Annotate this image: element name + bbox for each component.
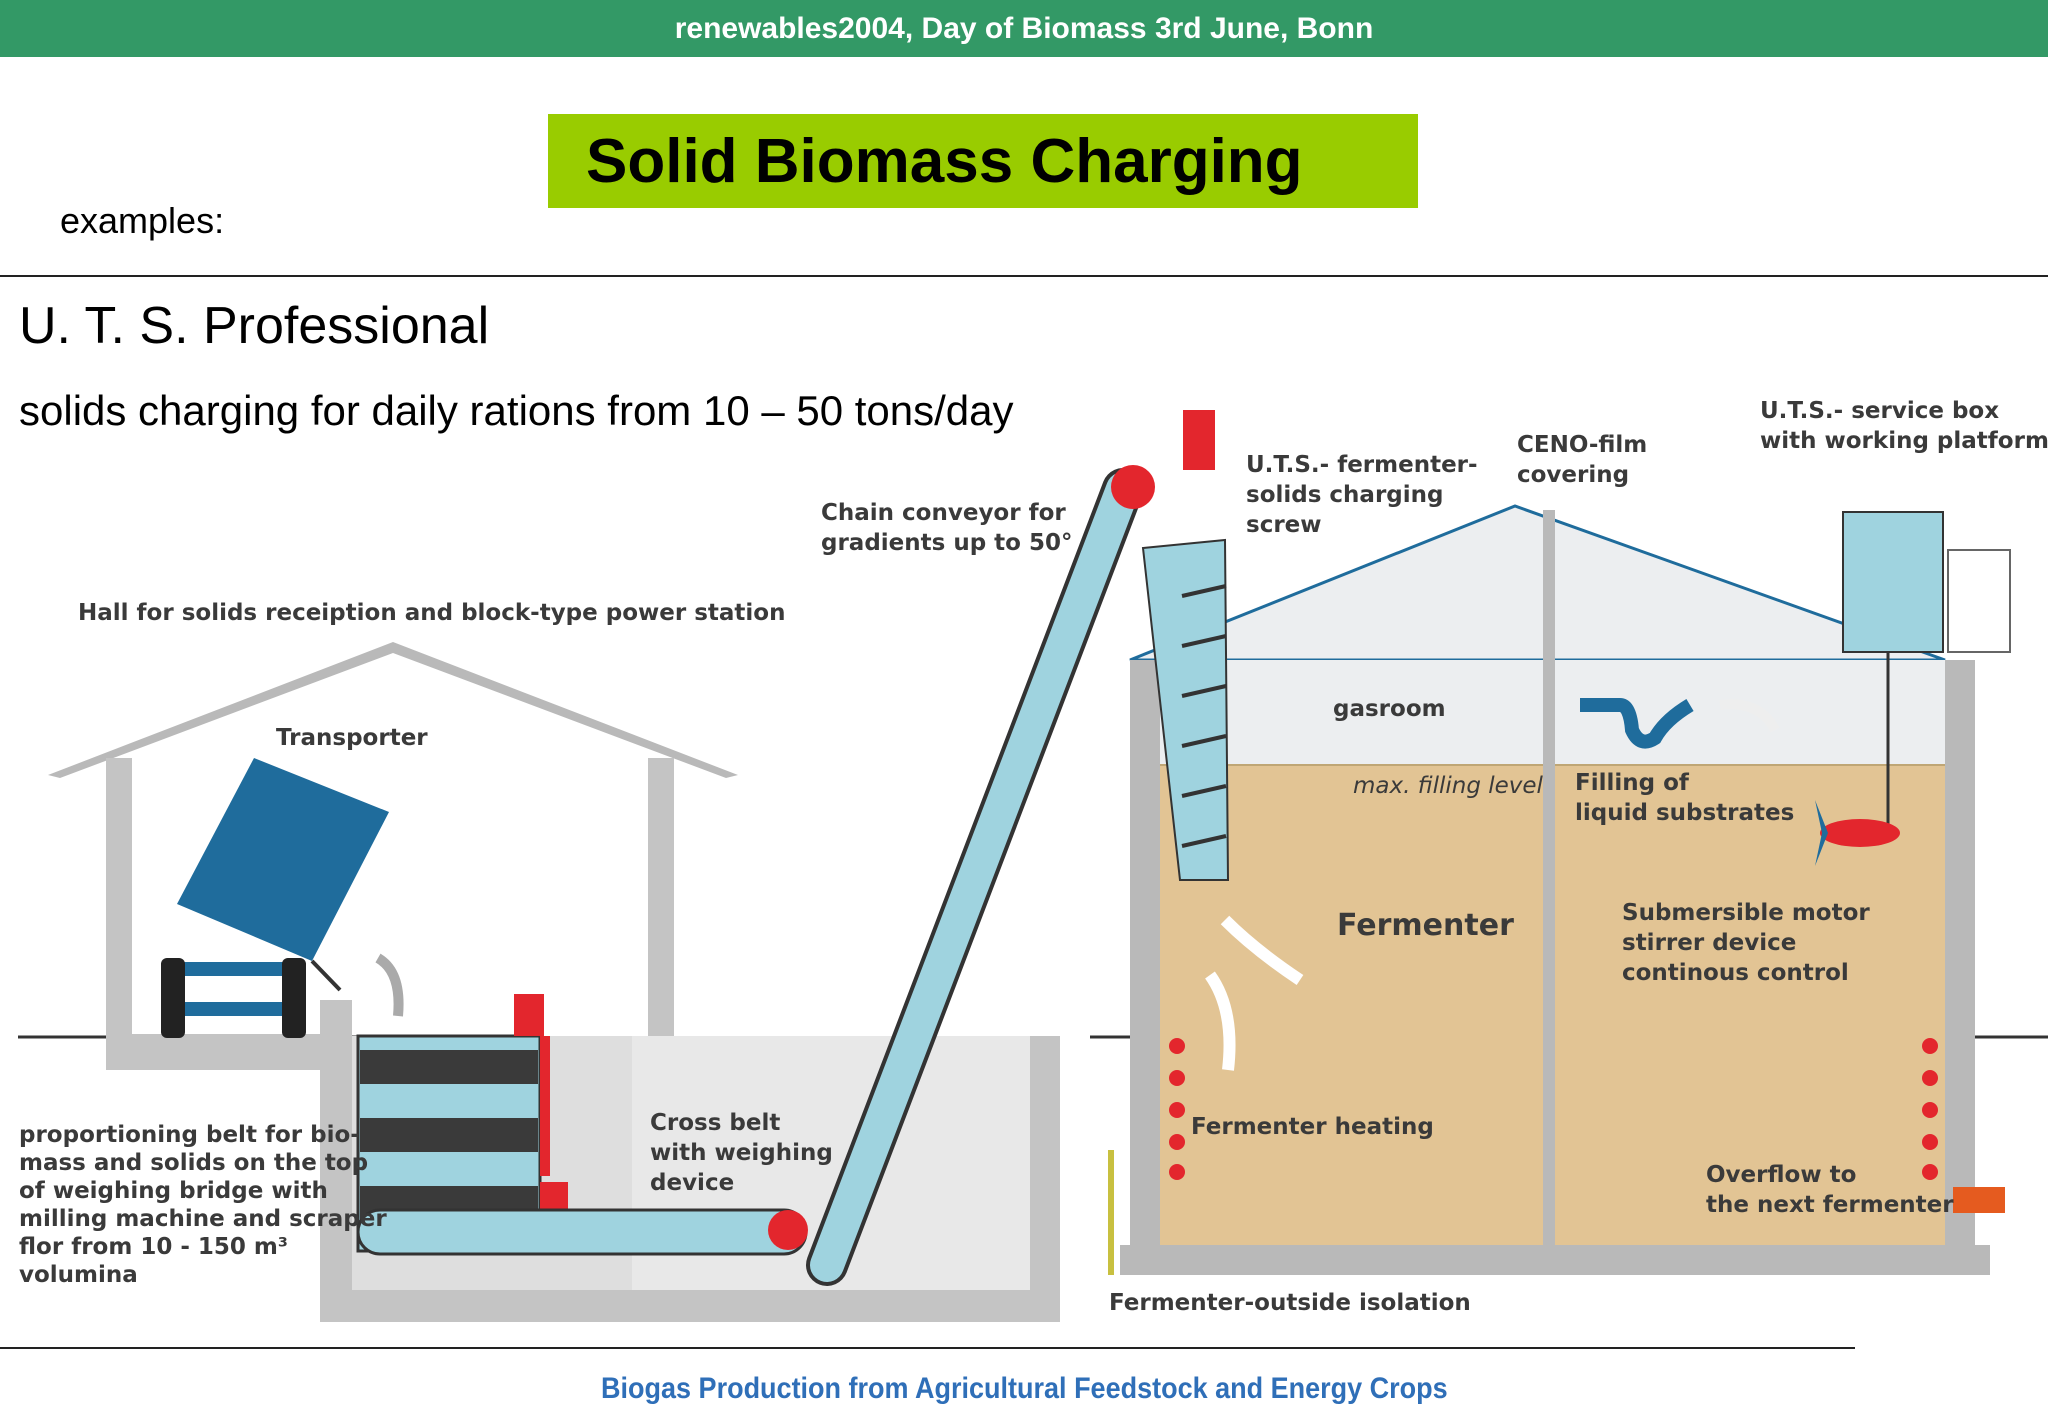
label-screw-1: U.T.S.- fermenter-	[1246, 452, 1478, 478]
label-stirrer-3: continous control	[1622, 960, 1849, 986]
slide-description: solids charging for daily rations from 1…	[19, 387, 1014, 434]
heating-elements-right	[1922, 1038, 1938, 1180]
footer: Biogas Production from Agricultural Feed…	[0, 1372, 2048, 1406]
event-header-bar: renewables2004, Day of Biomass 3rd June,…	[0, 0, 2048, 57]
fermenter-tank	[1108, 504, 1990, 1275]
slide-title: Solid Biomass Charging	[586, 126, 1303, 196]
label-gasroom: gasroom	[1333, 696, 1446, 722]
event-header-text: renewables2004, Day of Biomass 3rd June,…	[674, 11, 1374, 45]
label-liquid-2: liquid substrates	[1575, 800, 1794, 826]
liquid-fill-pipe	[1580, 698, 1694, 749]
footer-text: Biogas Production from Agricultural Feed…	[600, 1372, 1448, 1405]
label-max-filling: max. filling level	[1353, 773, 1544, 799]
label-chain-2: gradients up to 50°	[821, 530, 1073, 556]
dump-arrow-icon	[375, 953, 404, 1017]
flow-arrow-icon	[1205, 971, 1236, 1071]
charging-screw	[1141, 410, 1230, 881]
fill-arrow-icon	[1719, 699, 1780, 733]
label-prop-3: of weighing bridge with	[19, 1178, 328, 1204]
flow-arrow-icon	[1220, 915, 1304, 985]
label-ceno-2: covering	[1517, 462, 1629, 488]
label-prop-6: volumina	[19, 1262, 138, 1288]
cross-belt	[356, 1208, 808, 1256]
label-isolation: Fermenter-outside isolation	[1109, 1290, 1471, 1316]
top-divider	[0, 275, 2048, 277]
label-prop-4: milling machine and scraper	[19, 1206, 387, 1232]
label-hall: Hall for solids receiption and block-typ…	[78, 600, 785, 626]
label-stirrer-1: Submersible motor	[1622, 900, 1870, 926]
label-liquid-1: Filling of	[1575, 770, 1690, 796]
transporter-vehicle	[161, 758, 389, 1038]
chain-conveyor	[806, 465, 1155, 1286]
label-fermenter: Fermenter	[1337, 908, 1514, 943]
label-screw-3: screw	[1246, 512, 1322, 538]
examples-label: examples:	[60, 200, 225, 241]
label-screw-2: solids charging	[1246, 482, 1443, 508]
overflow-pipe	[1953, 1187, 2005, 1213]
service-box	[1842, 511, 2011, 830]
slide-title-box: Solid Biomass Charging	[548, 114, 1418, 208]
label-transporter: Transporter	[276, 725, 428, 751]
slide-subtitle: U. T. S. Professional	[19, 297, 490, 355]
label-prop-2: mass and solids on the top	[19, 1150, 368, 1176]
stirrer-device	[1815, 800, 1900, 866]
label-prop-1: proportioning belt for bio-	[19, 1122, 360, 1148]
bottom-divider	[0, 1347, 1855, 1349]
label-chain-1: Chain conveyor for	[821, 500, 1066, 526]
label-heating: Fermenter heating	[1191, 1114, 1434, 1140]
label-service-2: with working platform	[1760, 428, 2048, 454]
label-prop-5: flor from 10 - 150 m³	[19, 1234, 288, 1260]
label-ceno-1: CENO-film	[1517, 432, 1647, 458]
label-overflow-1: Overflow to	[1706, 1162, 1856, 1188]
label-crossbelt-2: with weighing	[650, 1140, 833, 1166]
label-stirrer-2: stirrer device	[1622, 930, 1796, 956]
label-service-1: U.T.S.- service box	[1760, 398, 1999, 424]
label-crossbelt-1: Cross belt	[650, 1110, 780, 1136]
label-overflow-2: the next fermenter	[1706, 1192, 1954, 1218]
biogas-plant-diagram: Hall for solids receiption and block-typ…	[18, 398, 2048, 1322]
reception-hall	[48, 642, 738, 1070]
label-crossbelt-3: device	[650, 1170, 734, 1196]
heating-elements-left	[1169, 1038, 1185, 1180]
